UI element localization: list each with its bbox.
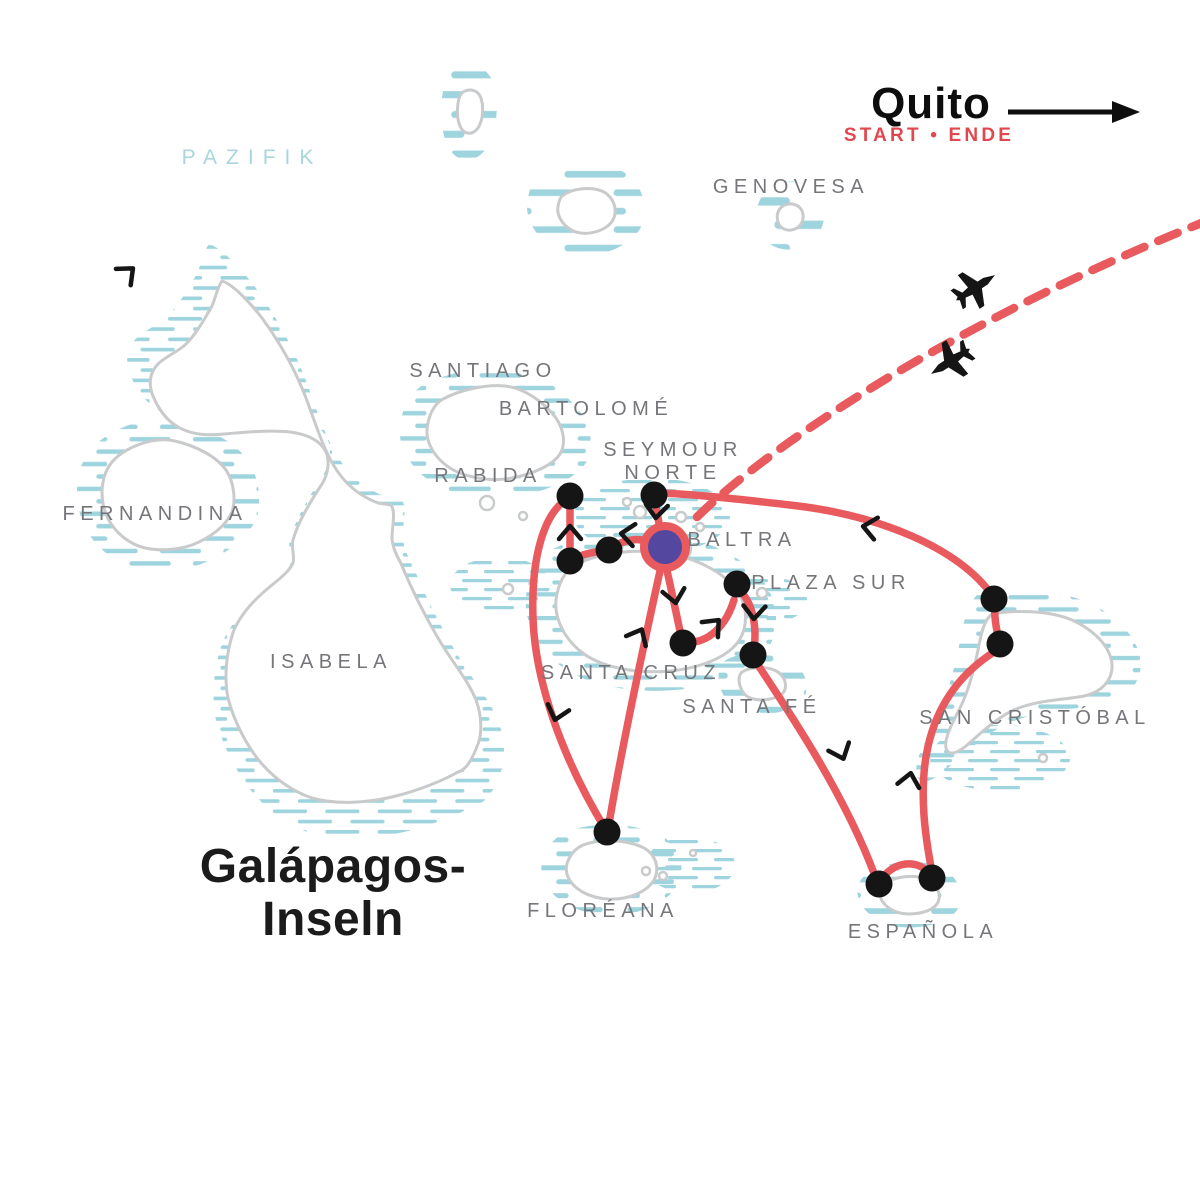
label-seymour-norte-line2: NORTE	[624, 462, 721, 484]
islands	[100, 88, 1114, 916]
label-bartolome: BARTOLOMÉ	[499, 397, 673, 420]
flight-path-quito	[692, 219, 1200, 522]
stop-san-cristobal-north	[980, 585, 1008, 613]
direction-chevron-icon	[556, 523, 584, 542]
quito-arrow-icon	[1008, 101, 1140, 123]
label-isabela: ISABELA	[270, 651, 392, 673]
island-genovesa	[775, 202, 805, 232]
island-wolf	[556, 187, 617, 235]
direction-chevron-icon	[545, 702, 572, 723]
stop-espanola-east	[918, 864, 946, 892]
direction-chevron-icon	[623, 627, 648, 649]
quito-legend: Quito START • ENDE	[844, 79, 1140, 146]
stop-plaza-sur	[723, 570, 751, 598]
baltra-airport-hub	[648, 530, 682, 564]
label-baltra: BALTRA	[687, 529, 796, 551]
label-santiago: SANTIAGO	[409, 360, 556, 382]
direction-chevron-icon	[826, 740, 852, 761]
stop-floreana	[593, 818, 621, 846]
map-title-line2: Inseln	[262, 893, 404, 946]
map-title: Galápagos- Inseln	[200, 840, 466, 946]
stop-seymour-norte	[640, 481, 668, 509]
stop-santiago-north	[556, 482, 584, 510]
direction-chevron-icon	[113, 266, 136, 288]
label-floreana: FLORÉANA	[527, 899, 679, 922]
label-plaza-sur: PLAZA SUR	[751, 572, 911, 594]
direction-chevron-icon	[699, 617, 721, 640]
label-genovesa: GENOVESA	[713, 176, 869, 198]
stop-santiago-south	[556, 547, 584, 575]
direction-chevron-icon	[660, 585, 687, 606]
airplane-icons	[931, 272, 995, 377]
stop-espanola-west	[865, 870, 893, 898]
island-labels: PAZIFIK GENOVESA SANTIAGO BARTOLOMÉ SEYMOURN…	[62, 146, 1151, 943]
direction-chevron-icon	[643, 501, 670, 521]
label-san-cristobal: SAN CRISTÓBAL	[919, 706, 1151, 729]
quito-city-label: Quito	[871, 79, 991, 128]
label-fernandina: FERNANDINA	[62, 503, 247, 525]
map-title-line1: Galápagos-	[200, 840, 466, 893]
airplane-icon	[950, 272, 995, 310]
stop-santa-cruz-west	[595, 536, 623, 564]
minor-islets	[478, 494, 1049, 882]
direction-chevron-icon	[860, 515, 881, 542]
stop-san-cristobal-south	[986, 630, 1014, 658]
stop-santa-cruz-south	[669, 629, 697, 657]
route-direction-arrows	[113, 266, 922, 791]
direction-chevron-icon	[618, 521, 638, 549]
island-darwin	[455, 88, 485, 135]
stop-santa-fe	[739, 641, 767, 669]
quito-start-end-label: START • ENDE	[844, 125, 1014, 146]
label-espanola: ESPAÑOLA	[848, 919, 998, 943]
label-pazifik: PAZIFIK	[182, 146, 323, 169]
direction-chevron-icon	[741, 603, 768, 622]
direction-chevron-icon	[895, 770, 922, 791]
airplane-icon	[931, 339, 976, 377]
label-seymour-norte: SEYMOUR	[603, 439, 743, 461]
route-stops	[556, 481, 1014, 898]
label-rabida: RABIDA	[434, 465, 541, 487]
label-santa-cruz: SANTA CRUZ	[541, 662, 721, 684]
label-santa-fe: SANTA FÉ	[682, 695, 821, 718]
